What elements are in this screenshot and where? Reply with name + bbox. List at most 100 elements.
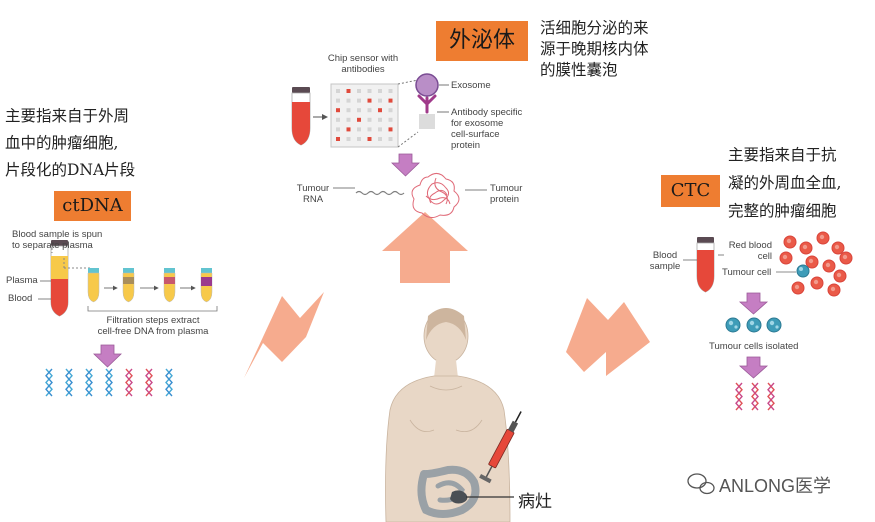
filtration-label: Filtration steps extract cell-free DNA f… — [90, 315, 216, 337]
dna-fragment — [86, 369, 92, 396]
chip-dot — [389, 89, 393, 93]
chip-dot — [368, 118, 372, 122]
chip-dot — [357, 108, 361, 112]
chip-dot — [336, 118, 340, 122]
ctdna-down-arrow — [94, 345, 121, 367]
filtration-line-1: Filtration steps extract — [90, 315, 216, 326]
dna-fragment — [46, 369, 52, 396]
ctc-description: 主要指来自于抗 凝的外周血全血, 完整的肿瘤细胞 — [728, 141, 841, 225]
ctdna-main-tube — [51, 240, 68, 316]
wechat-icon — [688, 474, 714, 494]
left-arrow — [244, 292, 324, 378]
blood-sample-line-1: Blood — [646, 250, 684, 261]
antibody-line-3: cell-surface — [451, 129, 522, 140]
chip-dot — [378, 127, 382, 131]
blood-sample-label: Blood sample — [646, 250, 684, 272]
ctdna-tag: ctDNA — [54, 191, 131, 221]
ctc-tag: CTC — [661, 175, 720, 207]
chip-dot — [347, 108, 351, 112]
tumour-cells-isolated-label: Tumour cells isolated — [709, 341, 798, 352]
chip-dot — [357, 118, 361, 122]
exosome-down-arrow — [392, 154, 419, 176]
rbc-line-2: cell — [726, 251, 772, 262]
chip-dot — [357, 137, 361, 141]
chip-dot — [389, 127, 393, 131]
chip-dot — [389, 137, 393, 141]
ctdna-desc-line-2: 血中的肿瘤细胞, — [5, 130, 135, 157]
antibody-line-4: protein — [451, 140, 522, 151]
exosome-label: Exosome — [451, 80, 491, 91]
ctc-down-arrow-1 — [740, 293, 767, 314]
chip-label-line-1: Chip sensor with — [318, 53, 408, 64]
ctdna-desc-line-3: 片段化的DNA片段 — [5, 157, 135, 184]
isolated-tumour-cells — [726, 318, 781, 332]
chip-dot — [336, 89, 340, 93]
chip-dot — [347, 127, 351, 131]
dna-fragment — [752, 383, 758, 410]
tumour-protein-blob — [412, 173, 459, 217]
protein-line-1: Tumour — [490, 183, 522, 194]
chip-dot — [378, 118, 382, 122]
chip-dot — [336, 108, 340, 112]
chip-dot — [357, 99, 361, 103]
tumour-rna-strand — [356, 192, 404, 195]
spin-line-2: to separate plasma — [12, 240, 102, 251]
rna-line-2: RNA — [293, 194, 333, 205]
chip-dot — [336, 99, 340, 103]
chip-dot — [378, 89, 382, 93]
antibody-label: Antibody specific for exosome cell-surfa… — [451, 107, 522, 151]
ctdna-description: 主要指来自于外周 血中的肿瘤细胞, 片段化的DNA片段 — [5, 103, 135, 184]
watermark-text: ANLONG医学 — [719, 472, 831, 498]
dna-fragments — [46, 369, 172, 396]
dna-fragment — [736, 383, 742, 410]
chip-dot — [378, 108, 382, 112]
spin-label: Blood sample is spun to separate plasma — [12, 229, 102, 251]
ctc-blood-tube — [697, 237, 714, 292]
plasma-label: Plasma — [6, 275, 38, 286]
tumour-rna-label: Tumour RNA — [293, 183, 333, 205]
ctdna-desc-line-1: 主要指来自于外周 — [5, 103, 135, 130]
chip-dot — [368, 127, 372, 131]
chip-sensor-grid — [331, 84, 398, 147]
antibody-icon — [419, 96, 435, 112]
right-arrow — [566, 298, 650, 376]
filtration-bracket — [88, 306, 217, 311]
chip-dot — [347, 137, 351, 141]
tumour-protein-label: Tumour protein — [490, 183, 522, 205]
chip-dot — [357, 127, 361, 131]
tumour-cell-label: Tumour cell — [722, 267, 771, 278]
exosome-tag: 外泌体 — [436, 21, 528, 61]
filtration-line-2: cell-free DNA from plasma — [90, 326, 216, 337]
red-blood-cells — [780, 232, 852, 296]
exosome-desc-line-2: 源于晚期核内体 — [540, 39, 649, 60]
dna-fragment — [146, 369, 152, 396]
chip-dot — [368, 108, 372, 112]
chip-dot — [368, 99, 372, 103]
dna-fragment — [66, 369, 72, 396]
chip-dot — [357, 89, 361, 93]
human-body-figure — [386, 308, 511, 522]
dna-fragment — [166, 369, 172, 396]
chip-label-line-2: antibodies — [318, 64, 408, 75]
chip-dot — [347, 99, 351, 103]
ctc-desc-line-3: 完整的肿瘤细胞 — [728, 197, 841, 225]
exosome-desc-line-1: 活细胞分泌的来 — [540, 18, 649, 39]
antibody-line-1: Antibody specific — [451, 107, 522, 118]
chip-dot — [389, 99, 393, 103]
exosome-desc-line-3: 的膜性囊泡 — [540, 60, 649, 81]
lesion-label: 病灶 — [518, 487, 552, 512]
chip-dot — [378, 137, 382, 141]
red-blood-cell-label: Red blood cell — [726, 240, 772, 262]
chip-dot — [347, 118, 351, 122]
filtration-tubes — [88, 268, 212, 302]
dna-fragment — [106, 369, 112, 396]
up-arrow — [382, 212, 468, 283]
blood-label: Blood — [8, 293, 32, 304]
protein-line-2: protein — [490, 194, 522, 205]
ctc-desc-line-2: 凝的外周血全血, — [728, 169, 841, 197]
exosome-icon — [416, 74, 438, 96]
chip-dot — [368, 137, 372, 141]
dna-fragment — [126, 369, 132, 396]
rna-line-1: Tumour — [293, 183, 333, 194]
ctc-down-arrow-2 — [740, 357, 767, 378]
